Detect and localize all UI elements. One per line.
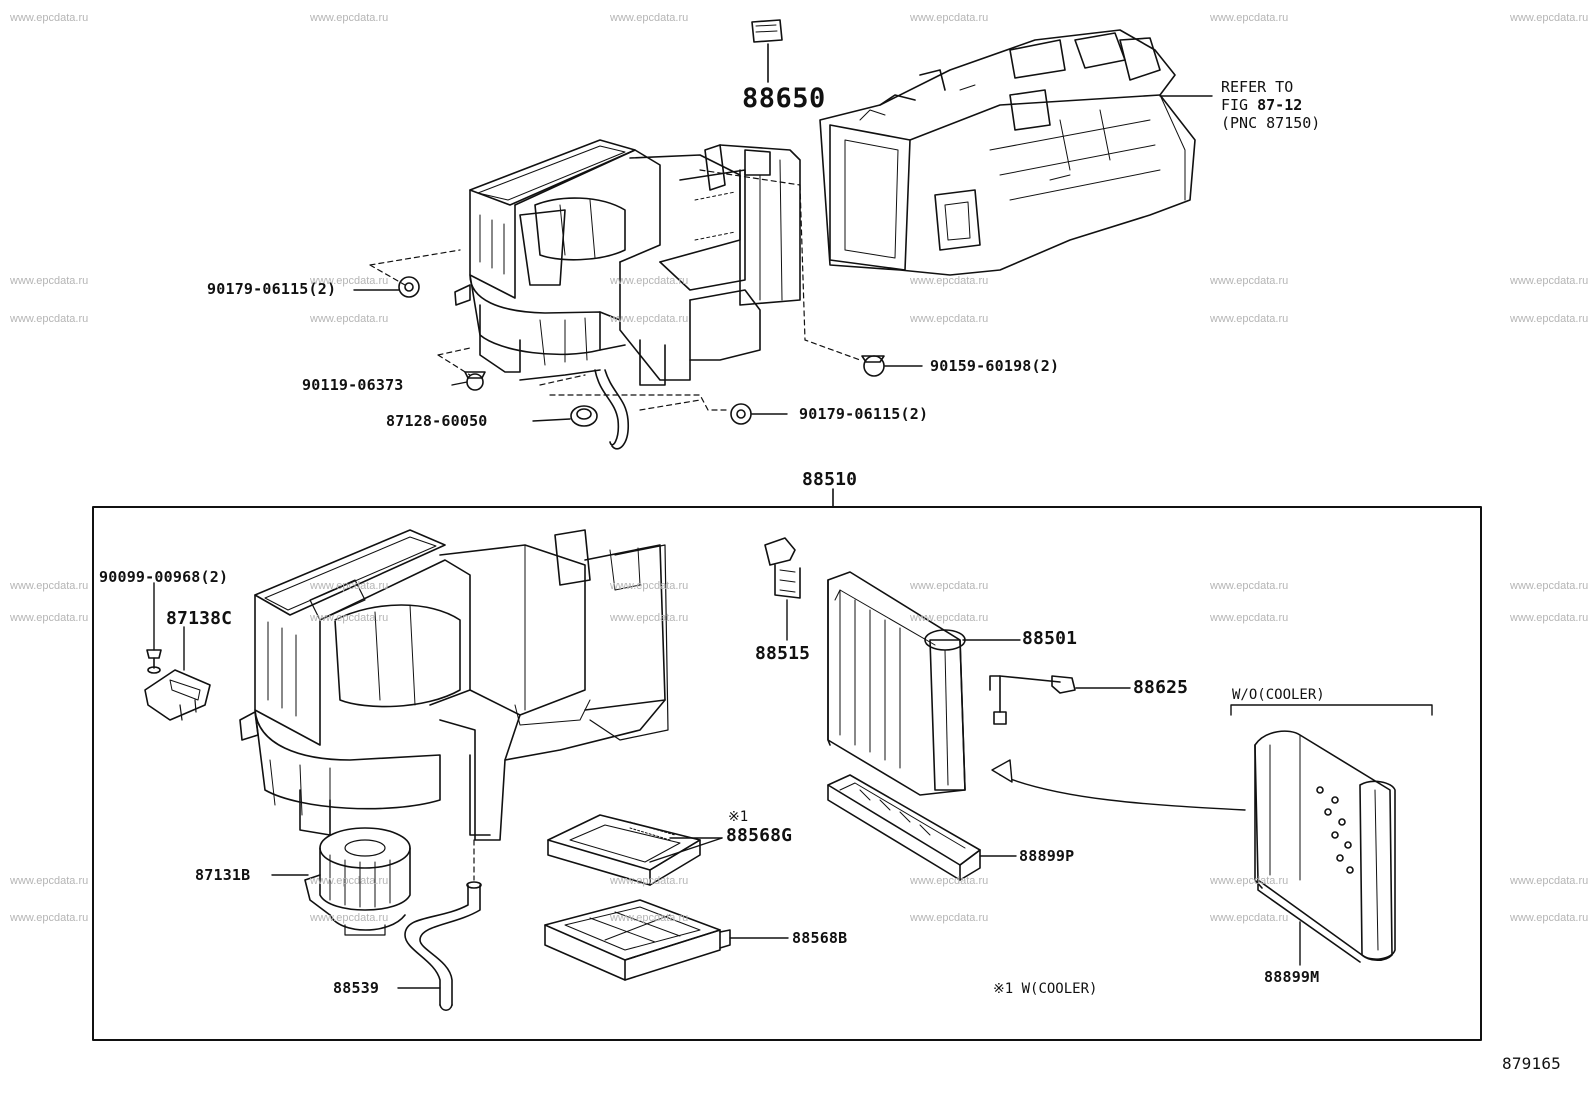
- watermark-text: www.epcdata.ru: [610, 313, 689, 325]
- watermark-text: www.epcdata.ru: [310, 875, 389, 887]
- refer-fig-prefix: FIG: [1221, 96, 1258, 114]
- heater-core-88899M: [1254, 730, 1396, 966]
- watermark-text: www.epcdata.ru: [310, 12, 389, 24]
- assembly-88510-box: [92, 506, 1482, 1041]
- part-label-88501: 88501: [1022, 628, 1078, 649]
- watermark-text: www.epcdata.ru: [1210, 12, 1289, 24]
- watermark-text: www.epcdata.ru: [610, 875, 689, 887]
- watermark-text: www.epcdata.ru: [1210, 580, 1289, 592]
- note-wo-cooler: W/O(COOLER): [1232, 687, 1325, 703]
- part-label-88650: 88650: [742, 83, 826, 114]
- watermark-text: www.epcdata.ru: [610, 612, 689, 624]
- watermark-text: www.epcdata.ru: [310, 313, 389, 325]
- top-fasteners: [398, 276, 885, 427]
- evaporator-88501: [827, 571, 1021, 796]
- watermark-text: www.epcdata.ru: [10, 580, 89, 592]
- watermark-text: www.epcdata.ru: [10, 875, 89, 887]
- part-label-88625: 88625: [1133, 677, 1189, 698]
- part-label-88510: 88510: [802, 469, 858, 490]
- watermark-text: www.epcdata.ru: [910, 12, 989, 24]
- refer-line-2: FIG 87-12: [1221, 96, 1320, 114]
- refer-fig-link[interactable]: 87-12: [1257, 96, 1303, 114]
- watermark-text: www.epcdata.ru: [1210, 275, 1289, 287]
- filter-88568B: [544, 899, 789, 981]
- watermark-text: www.epcdata.ru: [310, 275, 389, 287]
- watermark-text: www.epcdata.ru: [1510, 875, 1589, 887]
- part-88650-icon: [751, 19, 783, 83]
- note-w-cooler: ※1 W(COOLER): [993, 981, 1098, 997]
- thermistor-88625: [989, 675, 1131, 725]
- watermark-text: www.epcdata.ru: [10, 12, 89, 24]
- watermark-text: www.epcdata.ru: [1510, 912, 1589, 924]
- bottom-blower-case-assembly: [239, 529, 669, 841]
- refer-note: REFER TO FIG 87-12 (PNC 87150): [1221, 78, 1320, 132]
- watermark-text: www.epcdata.ru: [1510, 313, 1589, 325]
- watermark-text: www.epcdata.ru: [1210, 912, 1289, 924]
- refer-line-3: (PNC 87150): [1221, 114, 1321, 132]
- watermark-text: www.epcdata.ru: [910, 612, 989, 624]
- blower-motor-87131B: [271, 827, 411, 936]
- watermark-text: www.epcdata.ru: [1210, 612, 1289, 624]
- part-label-87128-60050: 87128-60050: [386, 412, 488, 430]
- watermark-text: www.epcdata.ru: [1210, 313, 1289, 325]
- watermark-text: www.epcdata.ru: [910, 912, 989, 924]
- figure-number: 879165: [1502, 1054, 1561, 1073]
- top-dashed-guides: [369, 169, 861, 411]
- watermark-text: www.epcdata.ru: [1510, 612, 1589, 624]
- watermark-text: www.epcdata.ru: [610, 275, 689, 287]
- watermark-text: www.epcdata.ru: [310, 612, 389, 624]
- watermark-text: www.epcdata.ru: [10, 313, 89, 325]
- watermark-text: www.epcdata.ru: [610, 580, 689, 592]
- part-label-88539: 88539: [333, 979, 380, 997]
- filter-88568G: [547, 814, 723, 886]
- part-label-87138C: 87138C: [166, 608, 233, 629]
- part-label-90179-06115-bottom: 90179-06115(2): [799, 405, 929, 423]
- watermark-text: www.epcdata.ru: [1510, 580, 1589, 592]
- refer-line-1: REFER TO: [1221, 78, 1294, 96]
- part-label-90179-06115-top: 90179-06115(2): [207, 280, 337, 298]
- watermark-text: www.epcdata.ru: [610, 912, 689, 924]
- part-label-88515: 88515: [755, 643, 811, 664]
- resistor-87138C-and-bolt: [144, 582, 211, 721]
- watermark-text: www.epcdata.ru: [1210, 875, 1289, 887]
- watermark-text: www.epcdata.ru: [310, 580, 389, 592]
- top-leader-lines: [353, 95, 1213, 422]
- part-label-88568G: 88568G: [726, 825, 793, 846]
- watermark-text: www.epcdata.ru: [1510, 12, 1589, 24]
- watermark-text: www.epcdata.ru: [910, 275, 989, 287]
- wo-cooler-bracket: [1230, 704, 1433, 716]
- drain-hose-88539: [397, 839, 482, 1012]
- watermark-text: www.epcdata.ru: [1510, 275, 1589, 287]
- watermark-text: www.epcdata.ru: [910, 580, 989, 592]
- part-label-90119-06373: 90119-06373: [302, 376, 404, 394]
- bottom-leader-lines: [649, 837, 723, 863]
- watermark-text: www.epcdata.ru: [310, 912, 389, 924]
- watermark-text: www.epcdata.ru: [610, 12, 689, 24]
- watermark-text: www.epcdata.ru: [910, 875, 989, 887]
- part-label-88899M: 88899M: [1264, 968, 1320, 986]
- watermark-text: www.epcdata.ru: [910, 313, 989, 325]
- part-label-90159-60198: 90159-60198(2): [930, 357, 1060, 375]
- top-heater-unit-right: [819, 29, 1196, 276]
- part-label-88899P: 88899P: [1019, 847, 1075, 865]
- installation-arrow: [991, 759, 1246, 811]
- expansion-valve-88515: [764, 537, 801, 641]
- top-heater-case-assembly: [454, 139, 801, 450]
- watermark-text: www.epcdata.ru: [10, 912, 89, 924]
- watermark-text: www.epcdata.ru: [10, 275, 89, 287]
- part-label-87131B: 87131B: [195, 866, 251, 884]
- case-88899P: [827, 774, 1017, 881]
- part-label-90099-00968: 90099-00968(2): [99, 568, 229, 586]
- note-mark-1: ※1: [728, 809, 749, 825]
- watermark-text: www.epcdata.ru: [10, 612, 89, 624]
- part-label-88568B: 88568B: [792, 929, 848, 947]
